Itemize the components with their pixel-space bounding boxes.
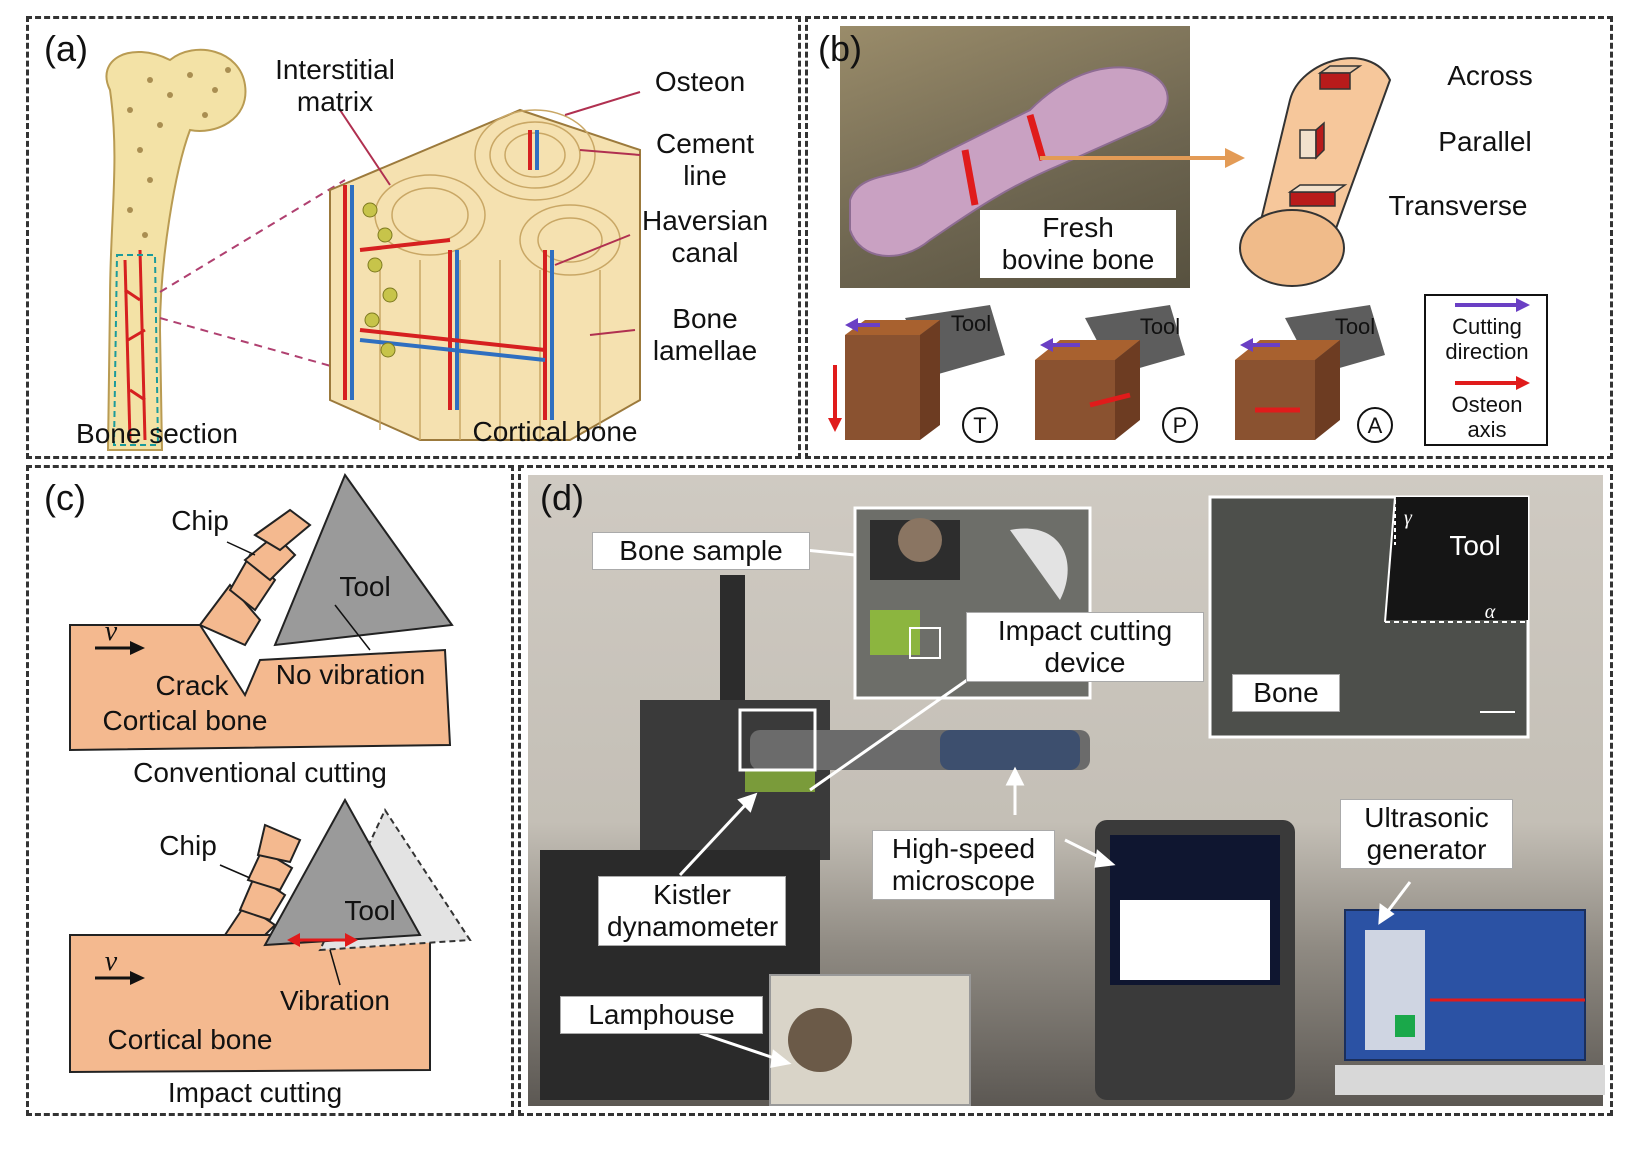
vibration-label: Vibration <box>279 985 390 1016</box>
specimen-t <box>828 305 1005 440</box>
no-vibration-label: No vibration <box>275 659 426 690</box>
velocity-label-impact: v <box>104 946 118 977</box>
parallel-label: Parallel <box>1438 126 1532 157</box>
specimen-a <box>1235 305 1385 440</box>
cement-line-label: Cement line <box>655 128 755 191</box>
tool-label-p: Tool <box>1139 314 1181 339</box>
panel-c <box>26 465 514 1116</box>
marker-p: P <box>1172 413 1188 438</box>
across-label: Across <box>1447 60 1533 91</box>
chip-label-conventional: Chip <box>171 505 229 536</box>
bone-vessels <box>123 249 147 441</box>
gamma-label: γ <box>1404 507 1412 529</box>
panel-a-label: (a) <box>44 28 88 69</box>
marker-t: T <box>973 413 987 438</box>
transverse-label: Transverse <box>1388 190 1528 221</box>
alpha-label: α <box>1484 601 1496 623</box>
panel-d-label: (d) <box>540 477 584 518</box>
high-speed-label: High-speed microscope <box>872 830 1055 900</box>
micrograph-tool <box>1385 497 1528 620</box>
haversian-canal-label: Haversian canal <box>641 205 769 268</box>
panel-b-label: (b) <box>818 28 862 69</box>
bone-block-conventional <box>69 624 452 752</box>
kistler-label: Kistler dynamometer <box>598 876 786 946</box>
interstitial-matrix-label: Interstitial matrix <box>275 54 395 117</box>
legend-osteon-axis: Osteon axis <box>1451 392 1523 442</box>
tool-label-t: Tool <box>950 311 992 336</box>
cortical-bone-label: Cortical bone <box>472 416 638 447</box>
legend-box <box>1424 294 1548 446</box>
impact-device-label: Impact cutting device <box>966 612 1204 682</box>
impact-cutting-caption: Impact cutting <box>167 1077 343 1108</box>
conventional-cutting-caption: Conventional cutting <box>133 757 387 788</box>
velocity-label-conventional: v <box>104 616 118 647</box>
tool-label-conventional: Tool <box>339 571 391 602</box>
marker-a: A <box>1367 413 1383 438</box>
dynamometer <box>745 770 815 792</box>
osteon-label: Osteon <box>654 66 746 97</box>
lamphouse-label: Lamphouse <box>560 996 763 1034</box>
crack-label: Crack <box>155 670 229 701</box>
chip-label-impact: Chip <box>159 830 217 861</box>
inset-bone-label: Bone <box>1232 674 1340 712</box>
panel-c-label: (c) <box>44 477 86 518</box>
cortical-bone-impact: Cortical bone <box>107 1024 273 1055</box>
tool-conventional <box>273 472 454 647</box>
tool-label-impact: Tool <box>344 895 396 926</box>
fresh-bone-label: Fresh bovine bone <box>980 210 1176 278</box>
bone-lamellae-label: Bone lamellae <box>652 303 758 366</box>
panel-b <box>805 16 1613 459</box>
bone-shape <box>849 66 1169 257</box>
legend-cutting-direction: Cutting direction <box>1445 314 1529 364</box>
bone-sample-label: Bone sample <box>592 532 810 570</box>
bone-section-label: Bone section <box>76 418 238 449</box>
panel-d <box>518 465 1613 1116</box>
tool-label-a: Tool <box>1334 314 1376 339</box>
inset-tool-label: Tool <box>1449 530 1501 561</box>
panel-a <box>26 16 801 459</box>
cortical-bone-conventional: Cortical bone <box>102 705 268 736</box>
ultrasonic-label: Ultrasonic generator <box>1340 799 1513 869</box>
specimen-p <box>1035 305 1185 440</box>
